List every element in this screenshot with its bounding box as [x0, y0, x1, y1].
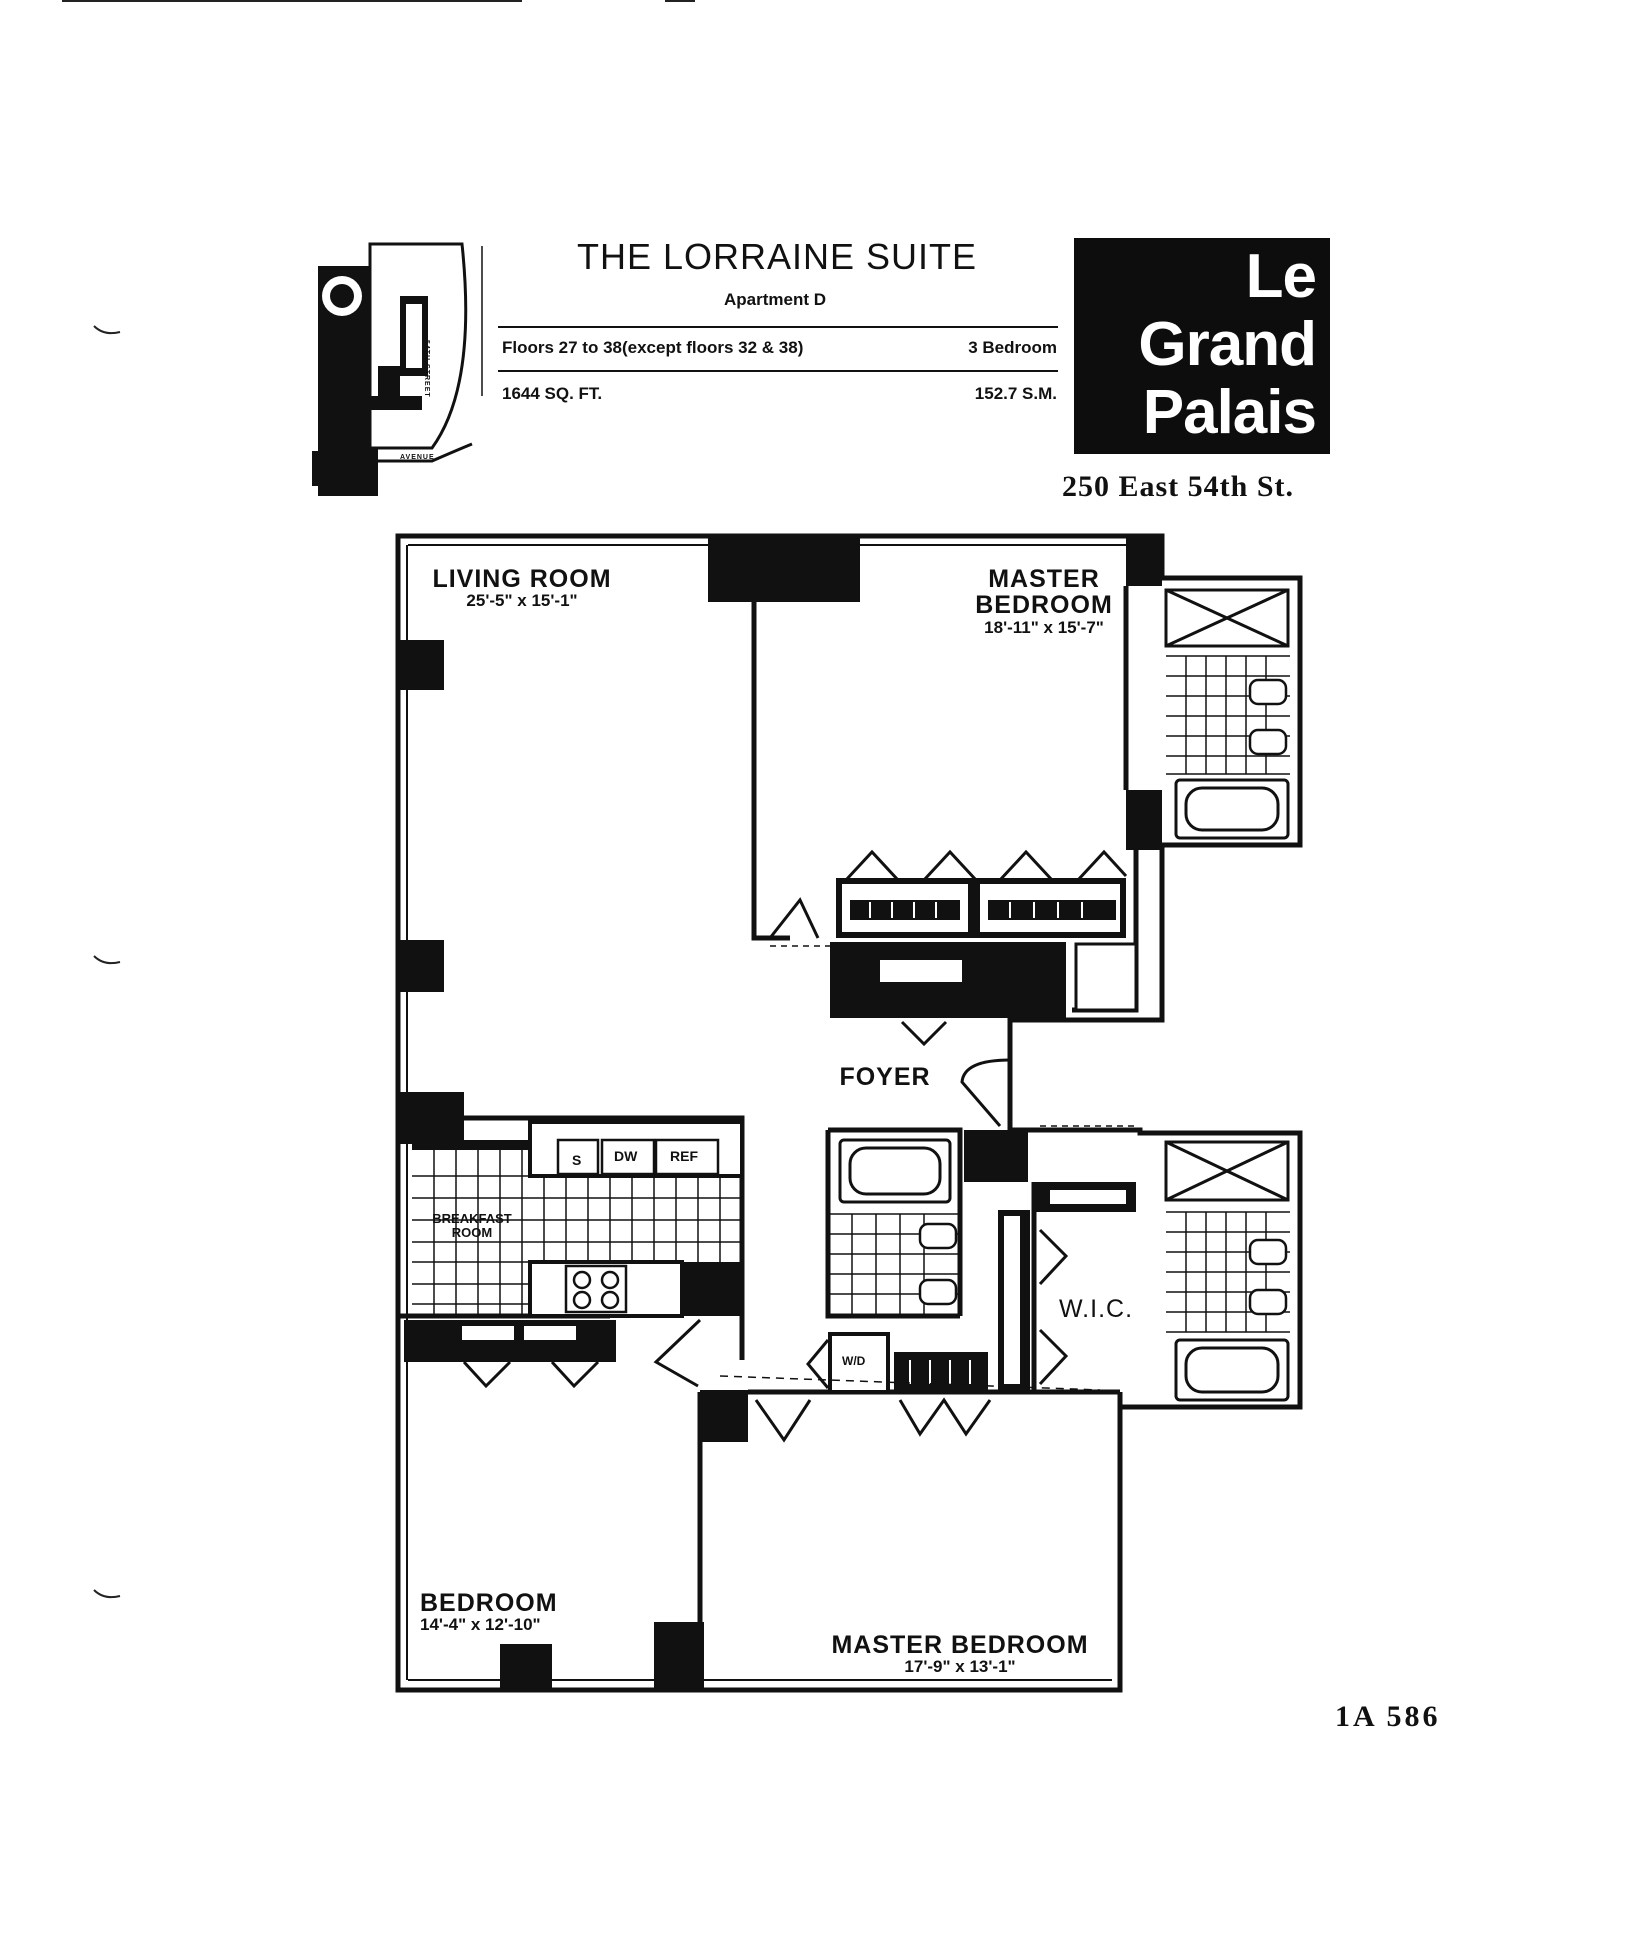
master-bedroom-bottom-label: MASTER BEDROOM 17'-9" x 13'-1": [820, 1632, 1100, 1676]
binder-marks: [93, 325, 121, 1599]
foyer-name: FOYER: [839, 1063, 931, 1091]
master-top-name-2: BEDROOM: [975, 591, 1113, 620]
bedroom-name: BEDROOM: [420, 1589, 558, 1617]
scan-top-rule-short: [665, 0, 695, 2]
building-address: 250 East 54th St.: [1062, 470, 1295, 503]
reference-number: 1A 586: [1335, 1700, 1441, 1733]
site-avenue-label: AVENUE: [400, 454, 435, 461]
breakfast-name-2: ROOM: [451, 1224, 493, 1240]
master-bottom-dims: 17'-9" x 13'-1": [904, 1657, 1016, 1677]
master-bedroom-top-label: MASTER BEDROOM 18'-11" x 15'-7": [964, 566, 1124, 636]
area-row: 1644 SQ. FT. 152.7 S.M.: [502, 384, 1057, 404]
suite-title: THE LORRAINE SUITE: [576, 236, 978, 277]
logo-line-grand: Grand: [1138, 310, 1317, 379]
exterior-wall: [395, 533, 1303, 1693]
floors-row: Floors 27 to 38(except floors 32 & 38) 3…: [502, 338, 1057, 358]
sink-label: S: [572, 1152, 582, 1168]
logo-line-le: Le: [1245, 242, 1317, 311]
breakfast-room-label: BREAKFAST ROOM: [412, 1212, 532, 1239]
refrigerator-label: REF: [670, 1148, 698, 1164]
le-grand-palais-logo: Le Grand Palais: [1074, 238, 1330, 454]
living-room-name: LIVING ROOM: [432, 565, 612, 593]
apartment-label: Apartment D: [723, 290, 826, 309]
square-feet: 1644 SQ. FT.: [502, 384, 603, 403]
washer-dryer-label: W/D: [842, 1354, 866, 1368]
wic-label: W.I.C.: [1056, 1295, 1136, 1323]
breakfast-name-1: BREAKFAST: [432, 1211, 512, 1226]
scan-top-rule: [62, 0, 522, 2]
logo-line-palais: Palais: [1142, 378, 1317, 447]
dishwasher-label: DW: [614, 1148, 638, 1164]
header-rule-1: [498, 326, 1058, 328]
master-bottom-name: MASTER BEDROOM: [831, 1631, 1089, 1659]
floors-text: Floors 27 to 38(except floors 32 & 38): [502, 338, 804, 357]
header-rule-2: [498, 370, 1058, 372]
wic-name: W.I.C.: [1058, 1295, 1134, 1323]
bedroom-dims: 14'-4" x 12'-10": [420, 1615, 541, 1635]
site-plan-thumbnail: [312, 242, 483, 496]
bedroom-label: BEDROOM 14'-4" x 12'-10": [420, 1590, 590, 1634]
living-room-dims: 25'-5" x 15'-1": [466, 591, 578, 611]
square-meters: 152.7 S.M.: [974, 384, 1057, 403]
foyer-label: FOYER: [830, 1063, 940, 1091]
master-top-dims: 18'-11" x 15'-7": [984, 617, 1104, 637]
master-top-name-1: MASTER: [988, 565, 1100, 593]
bedroom-count: 3 Bedroom: [968, 338, 1057, 357]
living-room-label: LIVING ROOM 25'-5" x 15'-1": [422, 566, 622, 610]
